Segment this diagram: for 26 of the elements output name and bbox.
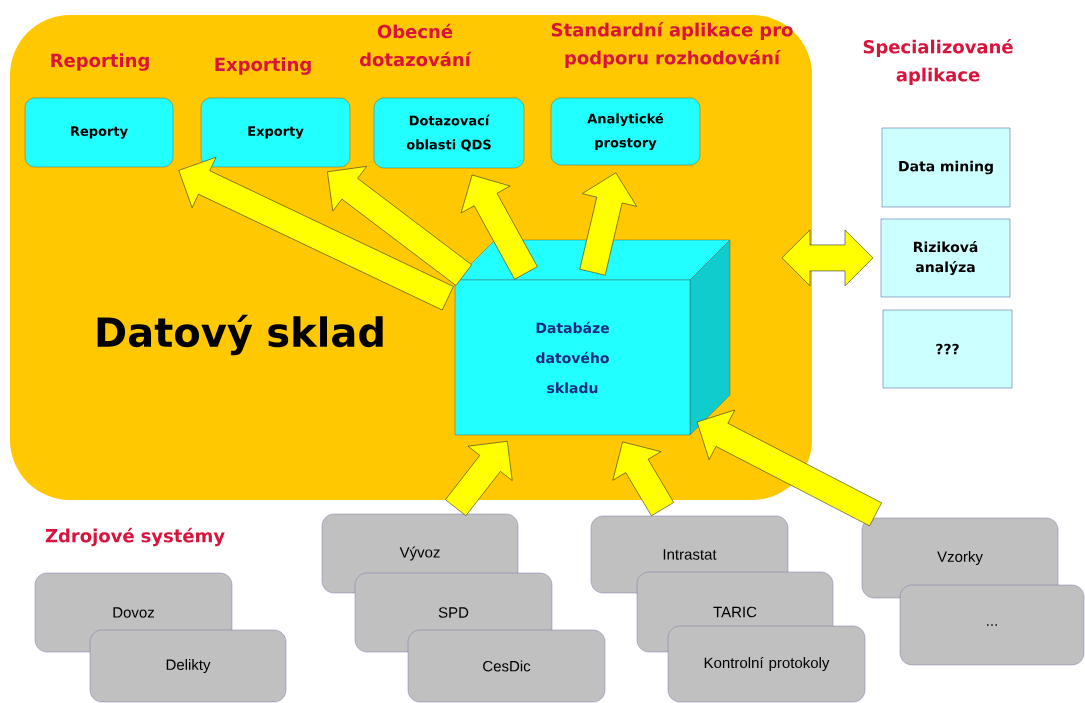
application-box: Riziková analýza <box>880 218 1011 298</box>
application-box: Data mining <box>881 127 1011 208</box>
block-arrow <box>781 229 874 287</box>
category-heading: Standardní aplikace pro podporu rozhodování <box>551 21 793 69</box>
source-system-box: ... <box>899 584 1085 666</box>
block-arrow <box>445 441 513 516</box>
output-box: Reporty <box>24 97 174 168</box>
category-heading: Reporting <box>51 53 149 71</box>
block-arrow <box>696 409 882 527</box>
block-arrow <box>612 441 674 517</box>
category-heading: Specializované aplikace <box>863 38 1013 86</box>
source-system-box: CesDic <box>407 629 606 703</box>
source-system-box: Kontrolní protokoly <box>667 625 866 703</box>
block-arrow <box>579 172 637 276</box>
block-arrow <box>178 156 454 311</box>
block-arrow <box>327 166 472 286</box>
source-systems-heading: Zdrojové systémy <box>45 527 225 547</box>
database-cube: Databáze datového skladu <box>454 239 731 436</box>
category-heading: Obecné dotazování <box>359 23 472 67</box>
output-box: Dotazovací oblasti QDS <box>373 97 525 169</box>
block-arrow <box>460 174 538 280</box>
source-system-box: Delikty <box>89 629 287 703</box>
output-box: Analytické prostory <box>550 97 701 166</box>
output-box: Exporty <box>200 97 351 168</box>
application-box: ??? <box>882 309 1013 389</box>
category-heading: Exporting <box>215 57 311 75</box>
